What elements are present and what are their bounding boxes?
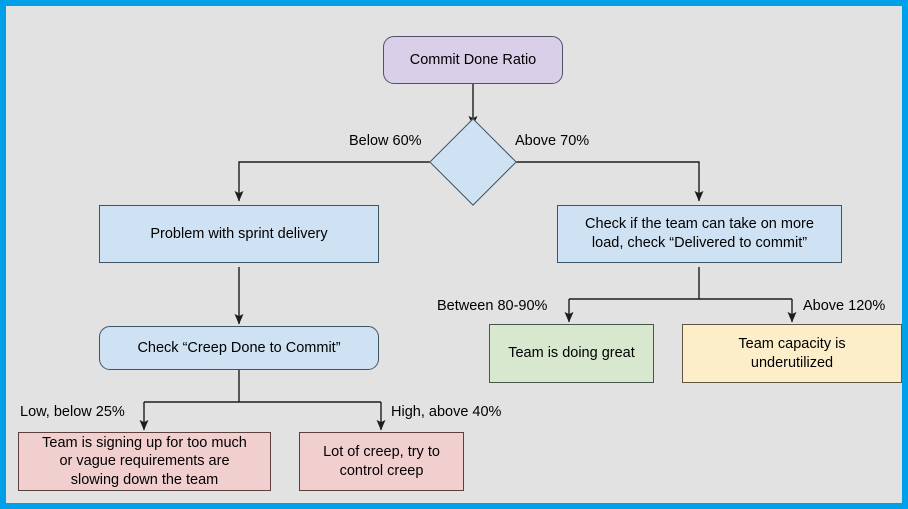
- edge-label-above-120: Above 120%: [803, 298, 886, 314]
- node-decision-diamond[interactable]: [429, 118, 517, 206]
- node-commit-done-ratio[interactable]: Commit Done Ratio: [383, 36, 563, 84]
- edge-decision-to-sprint-problem: [234, 161, 442, 202]
- edge-decision-to-check-load: [504, 161, 704, 202]
- node-check-creep-done-to-commit[interactable]: Check “Creep Done to Commit”: [99, 326, 379, 370]
- node-team-is-doing-great[interactable]: Team is doing great: [489, 324, 654, 383]
- edge-label-high-above-40: High, above 40%: [391, 404, 502, 420]
- edge-label-below-60: Below 60%: [349, 133, 422, 149]
- node-team-capacity-underutilized[interactable]: Team capacity is underutilized: [682, 324, 902, 383]
- node-team-signing-up-too-much[interactable]: Team is signing up for too much or vague…: [18, 432, 271, 491]
- node-problem-with-sprint-delivery[interactable]: Problem with sprint delivery: [99, 205, 379, 263]
- edge-label-above-70: Above 70%: [515, 133, 590, 149]
- node-lot-of-creep[interactable]: Lot of creep, try to control creep: [299, 432, 464, 491]
- node-check-team-can-take-more-load[interactable]: Check if the team can take on more load,…: [557, 205, 842, 263]
- edge-label-low-below-25: Low, below 25%: [20, 404, 125, 420]
- edge-label-between-80-90: Between 80-90%: [437, 298, 548, 314]
